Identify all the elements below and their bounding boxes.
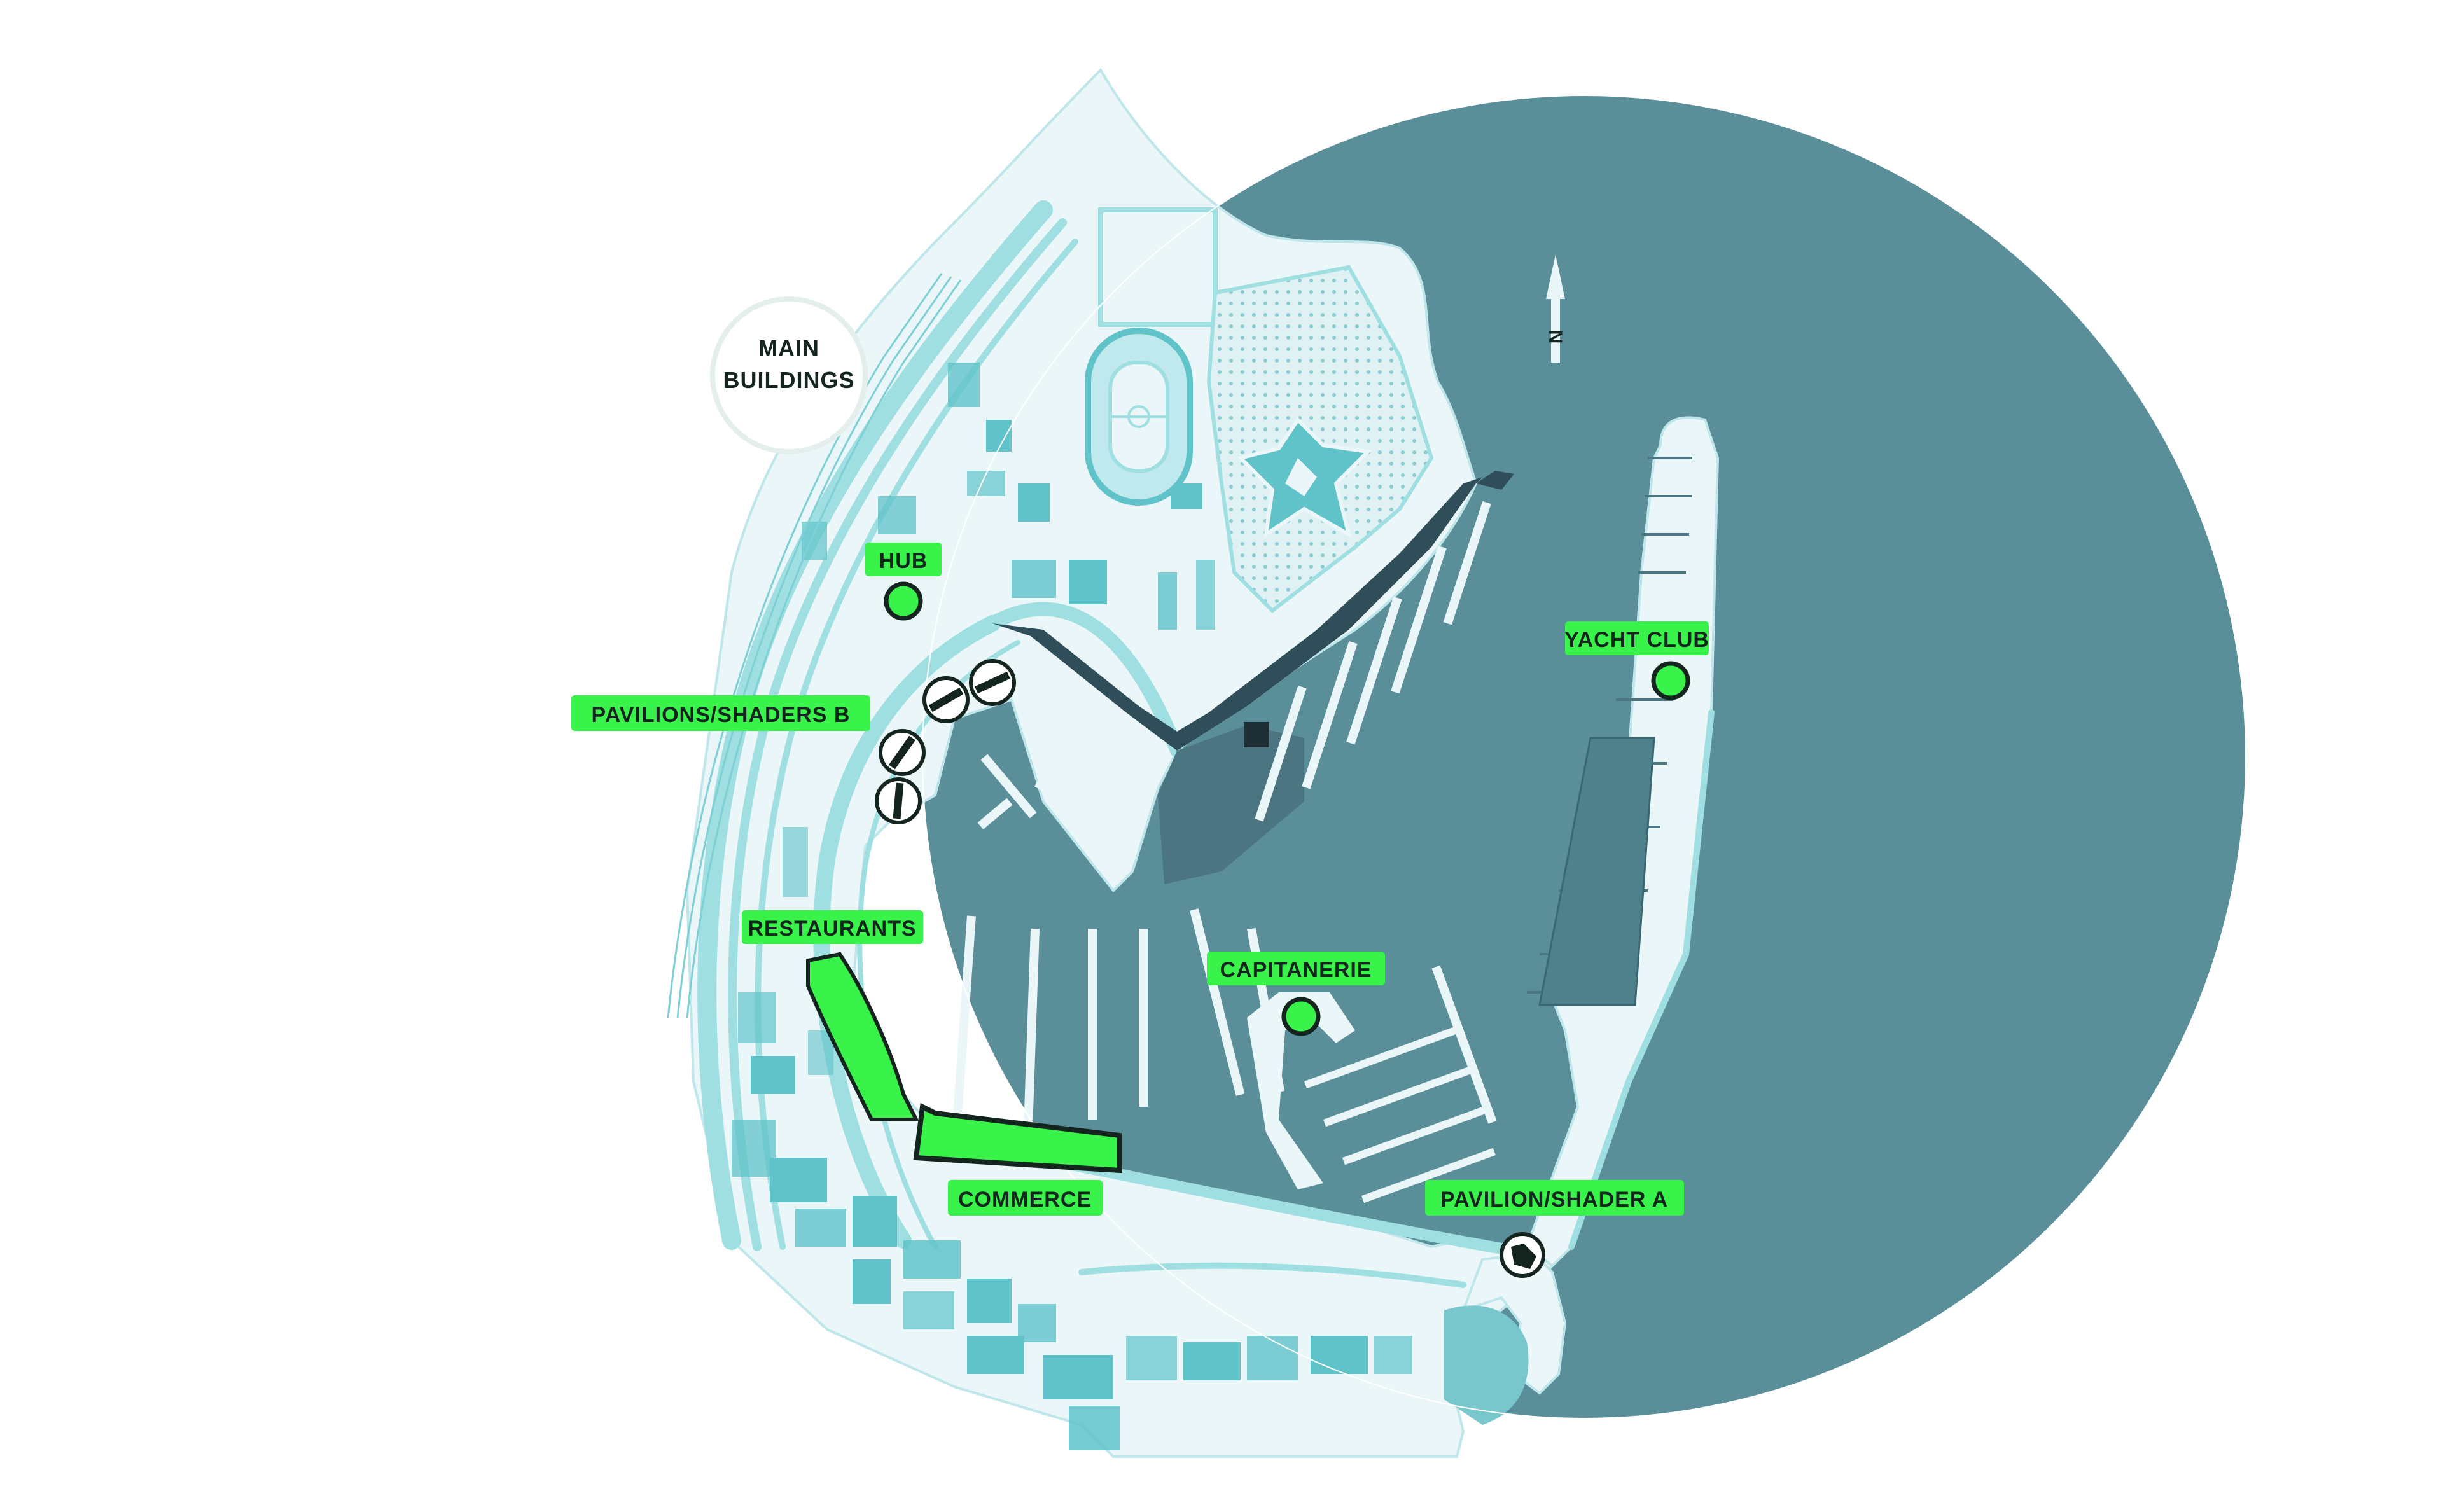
label-restaurants-text: RESTAURANTS [748,917,916,941]
label-hub: HUB [865,543,942,576]
label-capitanerie-text: CAPITANERIE [1220,958,1372,982]
label-yacht-club-text: YACHT CLUB [1564,628,1709,652]
label-capitanerie: CAPITANERIE [1207,952,1385,985]
pavilion-b-marker [879,729,926,776]
stadium [1085,207,1218,506]
label-yacht-club: YACHT CLUB [1564,621,1709,655]
pavilion-b-marker [922,676,970,723]
citadel-quay [992,471,1514,884]
pontoons [952,501,1497,1203]
south-jetty [1461,1251,1567,1395]
breakwater-berths [1527,457,1692,1006]
restaurants-building [806,952,919,1121]
pavilion-b-marker [969,659,1016,706]
commerce-building [913,1102,1122,1174]
citadel [1206,265,1434,613]
label-pavilions-b-text: PAVILIONS/SHADERS B [592,703,851,727]
town-buildings [732,363,1412,1450]
north-arrow: N [1545,254,1566,363]
label-hub-text: HUB [879,549,928,573]
legend-line-2: BUILDINGS [723,367,855,393]
label-commerce: COMMERCE [948,1180,1103,1216]
label-commerce-text: COMMERCE [958,1188,1092,1212]
pavilions-b-markers [875,659,1016,824]
hub-marker [884,581,923,621]
pavilion-a-marker [1500,1232,1545,1278]
south-cove [1444,1305,1529,1425]
label-pavilion-a-text: PAVILION/SHADER A [1440,1188,1668,1212]
railway [667,273,962,1018]
label-restaurants: RESTAURANTS [742,910,923,944]
label-pavilion-a: PAVILION/SHADER A [1425,1180,1684,1216]
label-pavilions-b: PAVILIONS/SHADERS B [571,695,870,731]
pavilion-b-marker [875,777,922,824]
sea-main [922,95,2246,1418]
yacht-club-marker [1651,661,1690,700]
legend-line-1: MAIN [758,335,819,361]
capitanerie-marker [1281,997,1321,1036]
legend: MAIN BUILDINGS [710,296,868,454]
north-letter: N [1545,330,1566,345]
